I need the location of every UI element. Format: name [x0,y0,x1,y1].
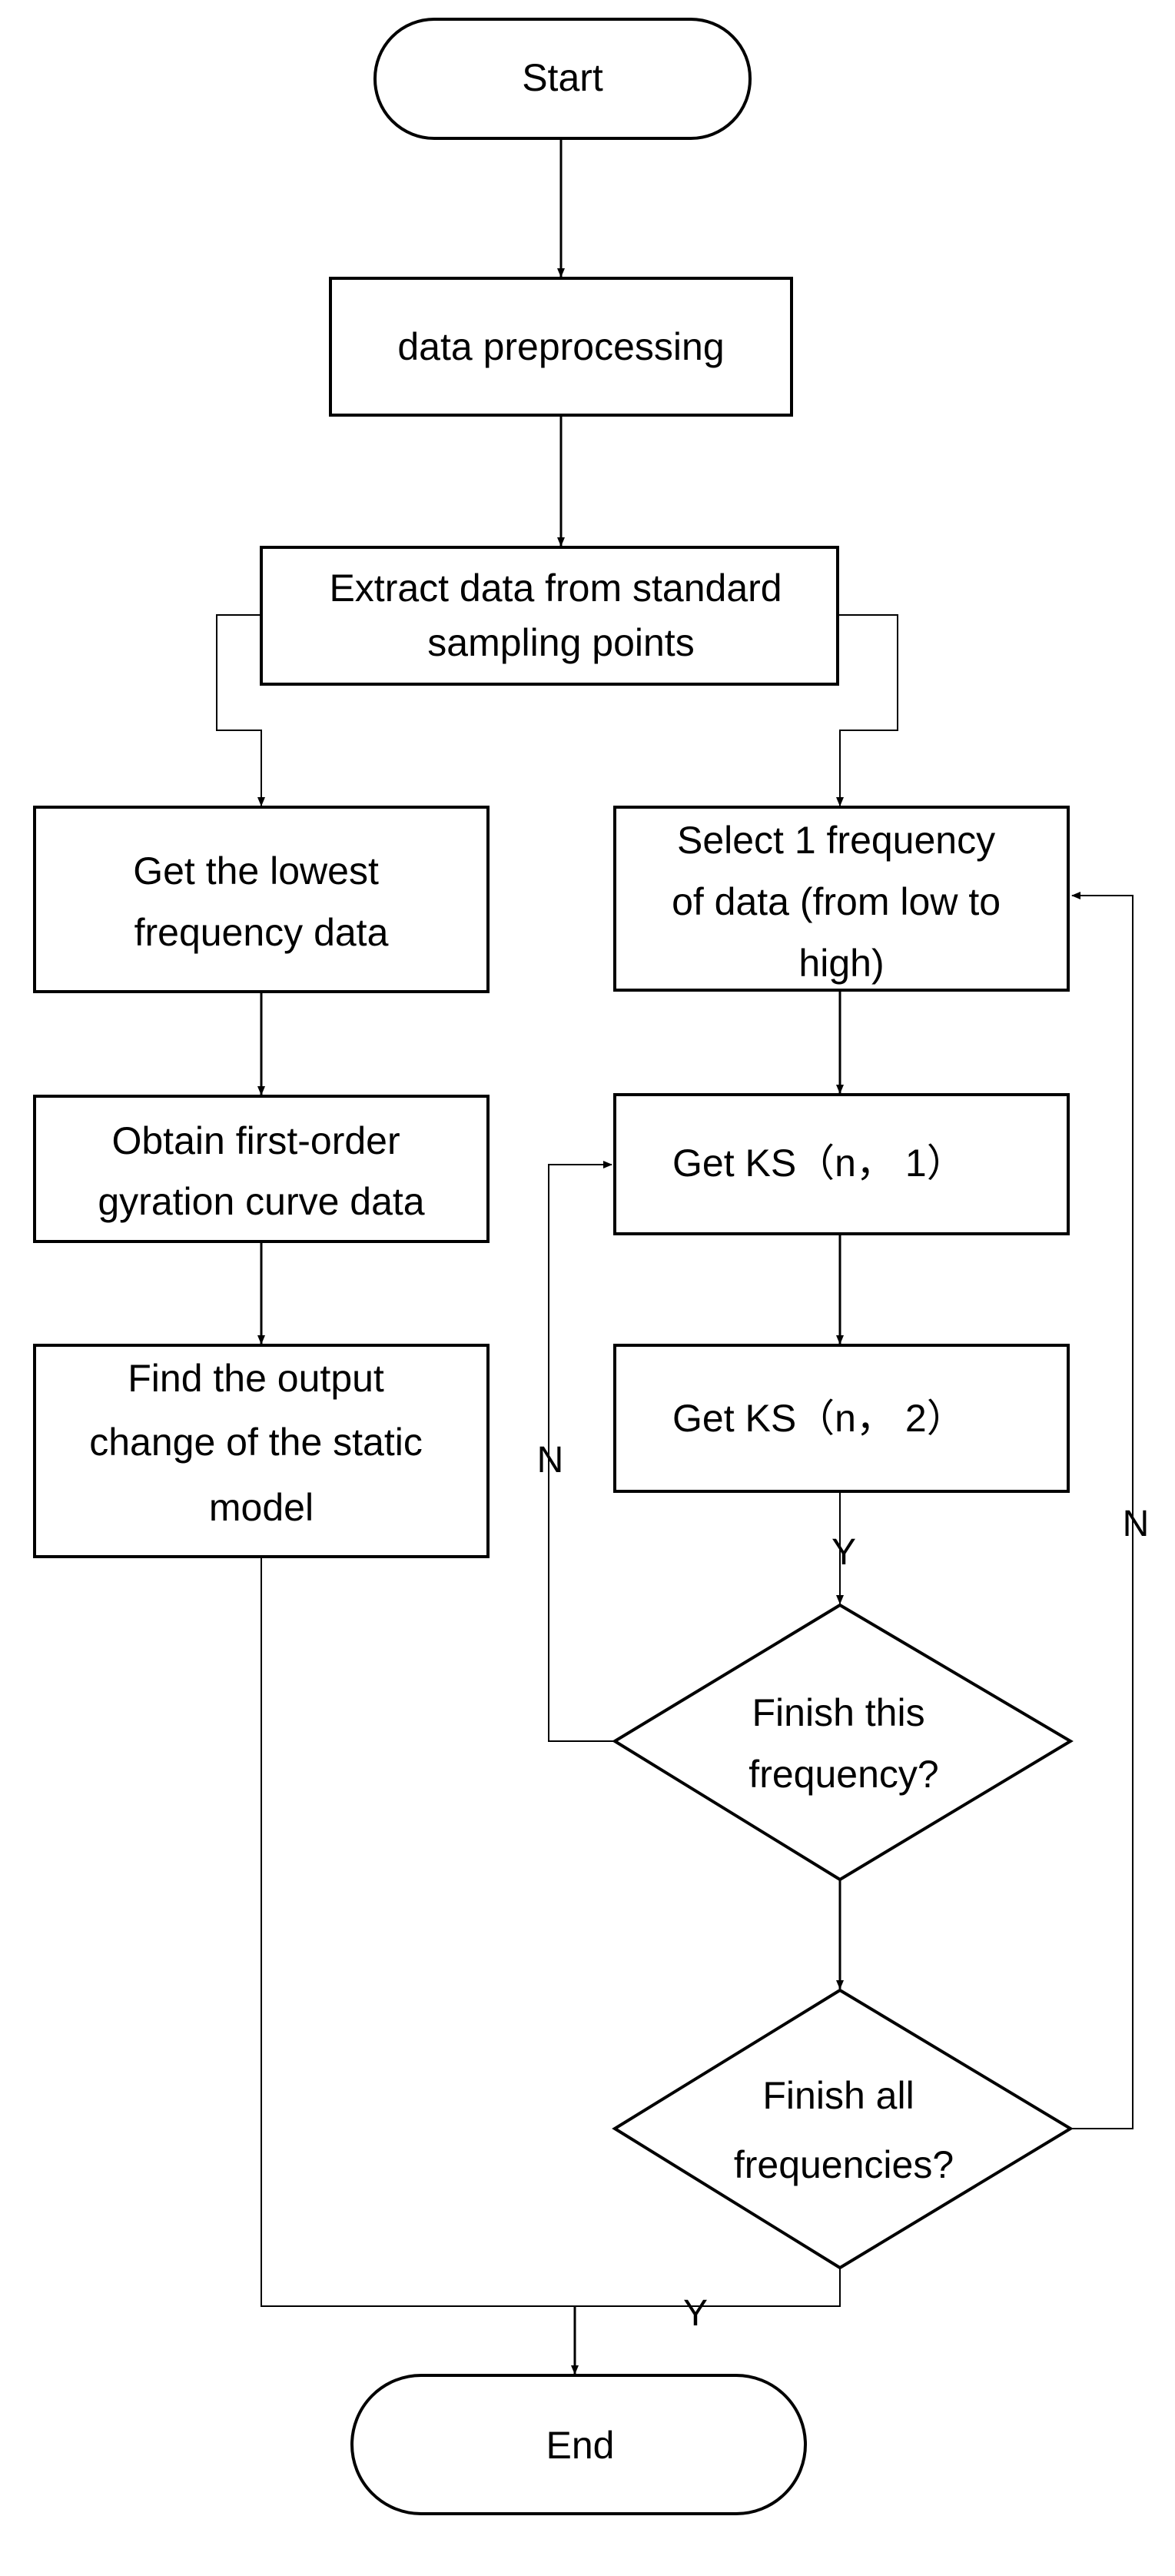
edge-label-finish-all-yes: Y [683,2293,708,2334]
node-select-frequency-label: Select 1 frequency of data (from low to … [672,819,1011,985]
edge-finish-all-loop [1070,892,1134,2129]
edge-extract-lowest [216,614,265,806]
node-start-label: Start [522,56,603,99]
node-select-frequency: Select 1 frequency of data (from low to … [613,806,1070,992]
node-preprocess-label: data preprocessing [397,325,724,368]
node-lowest-frequency: Get the lowest frequency data [33,806,490,993]
node-end-label: End [546,2424,615,2467]
node-get-ks-1-label: Get KS（n， 1） [672,1142,965,1185]
node-get-ks-2-label: Get KS（n， 2） [672,1397,965,1440]
node-preprocess: data preprocessing [329,277,793,417]
edge-finish-all-end [575,2268,841,2307]
node-gyration-curve-label: Obtain first-order gyration curve data [98,1119,424,1223]
edge-finish-this-loop [548,1161,615,1742]
node-finish-this-frequency-label: Finish this frequency? [748,1691,938,1796]
node-start: Start [373,18,752,140]
edge-label-finish-all-no: N [1123,1504,1150,1544]
node-gyration-curve: Obtain first-order gyration curve data [33,1095,490,1243]
node-finish-all-frequencies: Finish all frequencies? [612,1988,1074,2270]
connectors [216,138,1134,2375]
node-get-ks-2: Get KS（n， 2） [613,1344,1070,1493]
node-end: End [350,2374,807,2515]
node-static-output-label: Find the output change of the static mod… [89,1357,433,1529]
node-finish-this-frequency: Finish this frequency? [612,1603,1074,1882]
edge-static-end [261,1557,575,2307]
node-lowest-frequency-label: Get the lowest frequency data [133,849,390,954]
node-static-output: Find the output change of the static mod… [33,1344,490,1558]
node-finish-all-frequencies-label: Finish all frequencies? [734,2074,954,2186]
node-get-ks-1: Get KS（n， 1） [613,1093,1070,1235]
edge-label-ks2-yes: Y [831,1532,856,1573]
node-extract: Extract data from standard sampling poin… [260,546,839,686]
node-extract-label: Extract data from standard sampling poin… [329,567,792,664]
edge-label-finish-this-no: N [537,1440,564,1481]
edge-extract-select [836,614,898,806]
